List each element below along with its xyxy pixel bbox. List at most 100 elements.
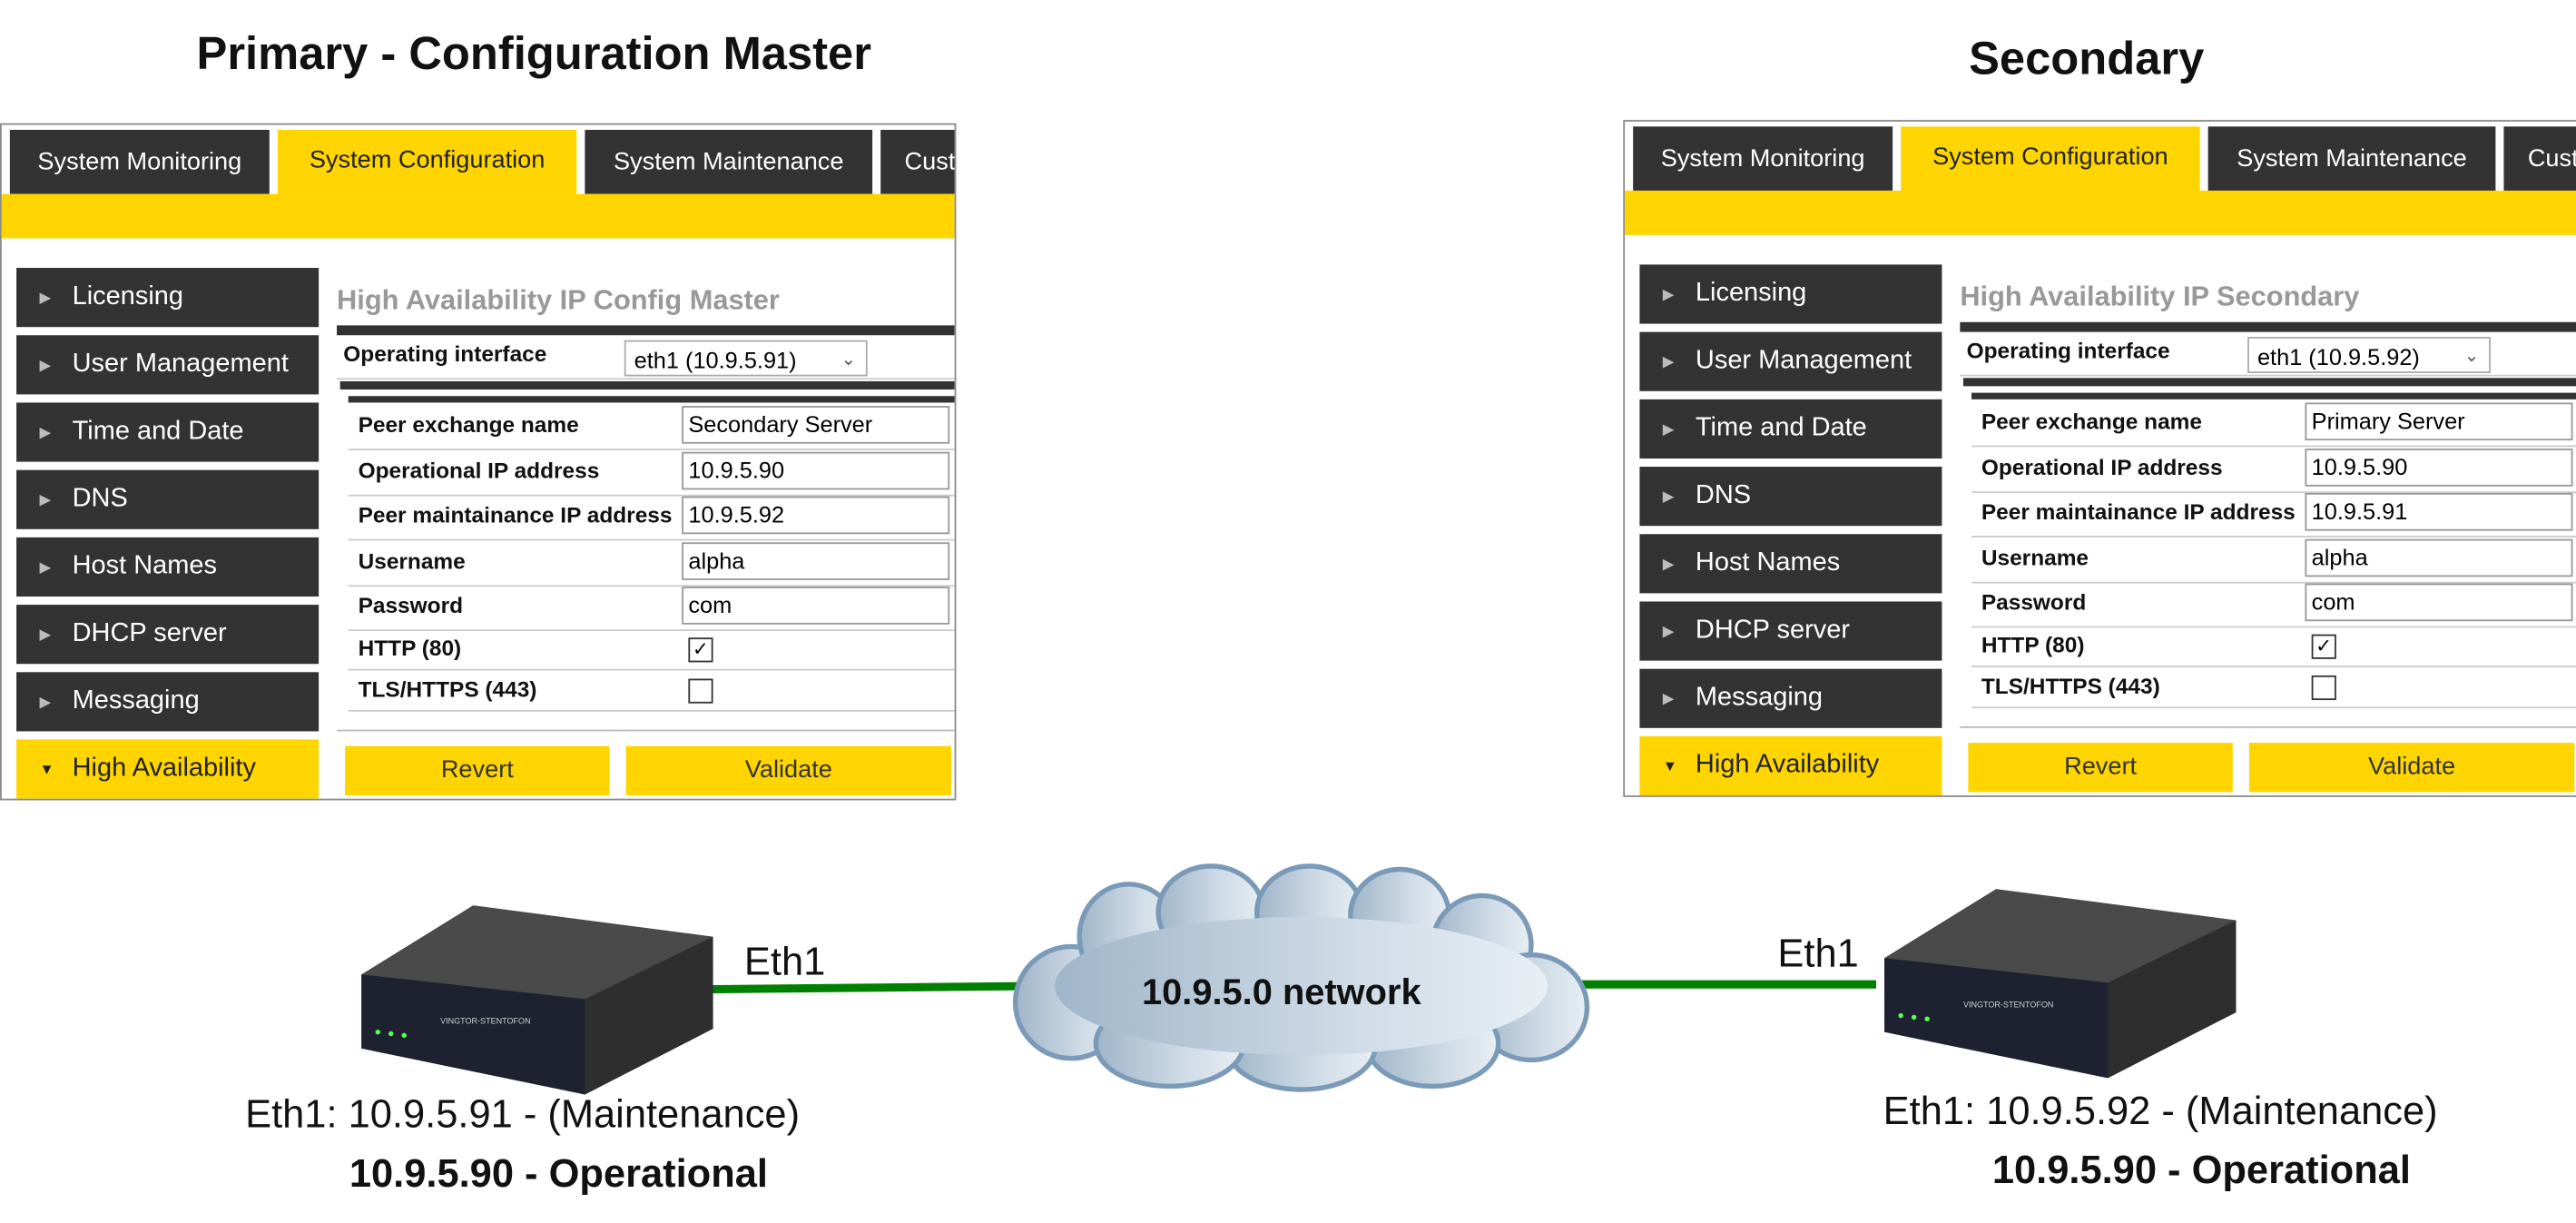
field-label: Password: [1981, 589, 2087, 615]
subnav-strip: [1, 193, 955, 239]
field-input[interactable]: Secondary Server: [682, 406, 950, 444]
secondary-title: Secondary: [1969, 33, 2205, 84]
field-label: Username: [1981, 545, 2089, 570]
svg-text:VINGTOR-STENTOFON: VINGTOR-STENTOFON: [440, 1017, 531, 1026]
sidebar-item-label: DHCP server: [1695, 616, 1850, 645]
field-input[interactable]: alpha: [2305, 538, 2573, 577]
caret-down-icon: ▼: [39, 761, 54, 778]
form-row: Peer maintainance IP address 10.9.5.92: [348, 495, 955, 541]
sidebar-item[interactable]: ▶ User Management: [16, 335, 320, 395]
caret-right-icon: ▶: [39, 626, 51, 643]
section-heading: High Availability IP Secondary: [1960, 281, 2360, 312]
checkbox[interactable]: [2311, 675, 2336, 701]
tab-3[interactable]: Cust: [2503, 126, 2576, 191]
sidebar-item[interactable]: ▶ Host Names: [1639, 534, 1942, 594]
checkbox[interactable]: ✓: [2311, 634, 2336, 659]
sidebar-item[interactable]: ▶ DHCP server: [1639, 601, 1942, 661]
secondary-operational-address: 10.9.5.90 - Operational: [1991, 1149, 2411, 1194]
field-label: Peer exchange name: [358, 412, 579, 438]
tab-0[interactable]: System Monitoring: [9, 129, 270, 194]
sidebar-item[interactable]: ▼ High Availability: [1639, 735, 1942, 796]
caret-right-icon: ▶: [1662, 555, 1675, 572]
field-input[interactable]: com: [2305, 583, 2573, 622]
field-label: Peer maintainance IP address: [1981, 499, 2296, 525]
sidebar-item[interactable]: ▶ User Management: [1639, 331, 1942, 391]
divider: [348, 396, 955, 403]
tab-3[interactable]: Cust: [880, 129, 955, 194]
field-label: Password: [358, 593, 464, 618]
caret-right-icon: ▶: [39, 423, 51, 441]
divider: [1960, 321, 2576, 332]
sidebar-item-label: Host Names: [1695, 548, 1841, 577]
form-row: Password com: [1971, 582, 2576, 628]
primary-maintenance-address: Eth1: 10.9.5.91 - (Maintenance): [245, 1092, 801, 1138]
sidebar-item[interactable]: ▶ Time and Date: [1639, 399, 1942, 459]
operating-interface-select[interactable]: eth1 (10.9.5.91)⌄: [624, 340, 868, 377]
chevron-down-icon: ⌄: [841, 350, 857, 370]
network-cloud-icon: [1012, 863, 1590, 1092]
sidebar-item-label: Messaging: [72, 686, 200, 715]
field-input[interactable]: 10.9.5.90: [2305, 448, 2573, 486]
field-input[interactable]: alpha: [682, 541, 950, 580]
validate-button[interactable]: Validate: [625, 745, 951, 796]
sidebar-item-label: Time and Date: [1695, 414, 1867, 442]
validate-button[interactable]: Validate: [2248, 743, 2575, 793]
sidebar-item[interactable]: ▶ DNS: [1639, 467, 1942, 527]
caret-right-icon: ▶: [1662, 285, 1675, 303]
sidebar-item[interactable]: ▼ High Availability: [16, 739, 320, 799]
field-input[interactable]: com: [682, 587, 950, 625]
checkbox-row: HTTP (80) ✓: [348, 629, 955, 671]
form-row: Operational IP address 10.9.5.90: [348, 449, 955, 496]
sidebar-item[interactable]: ▶ Licensing: [16, 268, 320, 328]
sidebar-item-label: Host Names: [72, 552, 217, 580]
sidebar-item[interactable]: ▶ DHCP server: [16, 605, 320, 665]
checkbox[interactable]: [688, 678, 713, 704]
sidebar-item-label: High Availability: [1695, 751, 1880, 779]
caret-right-icon: ▶: [1662, 488, 1675, 505]
field-input[interactable]: 10.9.5.90: [682, 450, 950, 489]
divider: [1962, 378, 2576, 387]
subnav-strip: [1625, 190, 2576, 235]
sidebar-item[interactable]: ▶ Messaging: [16, 672, 320, 732]
divider: [1960, 374, 2576, 377]
form-row: Peer exchange name Primary Server: [1971, 401, 2576, 448]
operating-interface-select[interactable]: eth1 (10.9.5.92)⌄: [2247, 337, 2491, 373]
select-value: eth1 (10.9.5.92): [2256, 343, 2420, 370]
revert-button[interactable]: Revert: [345, 745, 610, 796]
sidebar-item[interactable]: ▶ Licensing: [1639, 264, 1942, 324]
secondary-maintenance-address: Eth1: 10.9.5.92 - (Maintenance): [1883, 1090, 2438, 1134]
sidebar-item[interactable]: ▶ DNS: [16, 469, 320, 529]
tab-2[interactable]: System Maintenance: [2207, 126, 2496, 191]
caret-down-icon: ▼: [1662, 757, 1677, 774]
operating-interface-label: Operating interface: [343, 341, 547, 367]
field-input[interactable]: 10.9.5.91: [2305, 493, 2573, 531]
field-input[interactable]: Primary Server: [2305, 402, 2573, 441]
primary-operational-address: 10.9.5.90 - Operational: [349, 1151, 768, 1197]
sidebar-item[interactable]: ▶ Host Names: [16, 537, 320, 597]
caret-right-icon: ▶: [39, 356, 51, 373]
sidebar-item[interactable]: ▶ Time and Date: [16, 402, 320, 462]
caret-right-icon: ▶: [39, 693, 51, 710]
field-label: Peer exchange name: [1981, 409, 2202, 434]
tab-0[interactable]: System Monitoring: [1633, 126, 1893, 191]
caret-right-icon: ▶: [1662, 690, 1675, 707]
divider: [337, 378, 955, 380]
tab-1[interactable]: System Configuration: [1901, 126, 2200, 191]
field-label: Operational IP address: [358, 458, 600, 483]
caret-right-icon: ▶: [1662, 353, 1675, 370]
form-row: Password com: [348, 585, 955, 632]
caret-right-icon: ▶: [1662, 420, 1675, 438]
field-label: Operational IP address: [1981, 454, 2223, 479]
field-input[interactable]: 10.9.5.92: [682, 496, 950, 535]
checkbox[interactable]: ✓: [688, 637, 713, 663]
caret-right-icon: ▶: [1662, 622, 1675, 640]
tab-2[interactable]: System Maintenance: [585, 129, 873, 194]
tab-1[interactable]: System Configuration: [277, 129, 577, 194]
revert-button[interactable]: Revert: [1968, 743, 2233, 793]
caret-right-icon: ▶: [39, 558, 51, 576]
form-row: Username alpha: [348, 540, 955, 587]
sidebar-item[interactable]: ▶ Messaging: [1639, 668, 1942, 728]
primary-eth1-link: [703, 981, 1036, 994]
svg-text:VINGTOR-STENTOFON: VINGTOR-STENTOFON: [1963, 1001, 2054, 1010]
primary-eth1-label: Eth1: [743, 940, 826, 985]
